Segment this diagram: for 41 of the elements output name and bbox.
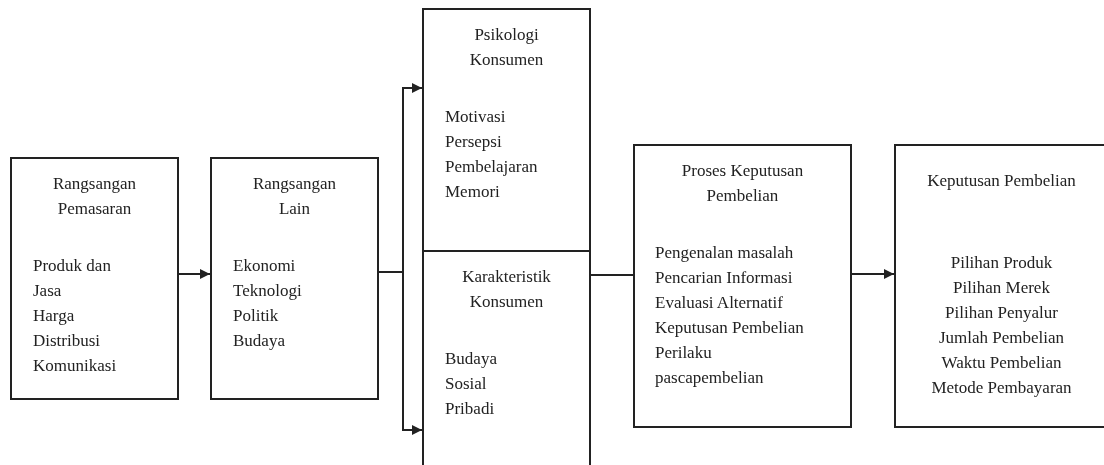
list-item: Harga — [33, 305, 76, 327]
list-item: Komunikasi — [33, 355, 118, 377]
box-heading: Proses Keputusan Pembelian — [680, 160, 805, 207]
box-heading: Rangsangan Pemasaran — [51, 173, 138, 220]
process-box — [633, 144, 852, 428]
list-item: Pembelajaran — [445, 156, 539, 178]
list-item: Teknologi — [233, 280, 303, 302]
list-item: Metode Pembayaran — [930, 377, 1073, 399]
list-item: Persepsi — [445, 131, 503, 153]
list-item: Politik — [233, 305, 280, 327]
list-item: Pencarian Informasi — [655, 267, 794, 289]
list-item: Waktu Pembelian — [940, 352, 1063, 374]
process-box — [422, 250, 591, 465]
list-item: Keputusan Pembelian — [655, 317, 805, 339]
list-item: Pengenalan masalah — [655, 242, 795, 264]
list-item: Ekonomi — [233, 255, 297, 277]
list-item: Pilihan Produk — [949, 252, 1054, 274]
arrow — [851, 269, 895, 279]
arrow — [378, 271, 423, 435]
list-item: Motivasi — [445, 106, 507, 128]
list-item: Budaya — [445, 348, 498, 370]
list-item: Pribadi — [445, 398, 496, 420]
box-heading: Karakteristik Konsumen — [461, 266, 552, 313]
list-item: Distribusi — [33, 330, 102, 352]
list-item: Jumlah Pembelian — [937, 327, 1066, 349]
list-item: Sosial — [445, 373, 488, 395]
list-item: Perilaku pascapembelian — [655, 342, 765, 389]
list-item: Budaya — [233, 330, 286, 352]
list-item: Produk dan Jasa — [33, 255, 112, 302]
process-box — [894, 144, 1104, 428]
list-item: Memori — [445, 181, 501, 203]
box-heading: Psikologi Konsumen — [468, 24, 545, 71]
process-box — [422, 8, 591, 252]
arrow — [178, 269, 211, 279]
box-heading: Rangsangan Lain — [251, 173, 338, 220]
process-box — [10, 157, 179, 400]
list-item: Pilihan Merek — [952, 277, 1051, 299]
process-box — [210, 157, 379, 400]
list-item: Pilihan Penyalur — [944, 302, 1059, 324]
box-heading: Keputusan Pembelian — [926, 170, 1077, 192]
list-item: Evaluasi Alternatif — [655, 292, 784, 314]
